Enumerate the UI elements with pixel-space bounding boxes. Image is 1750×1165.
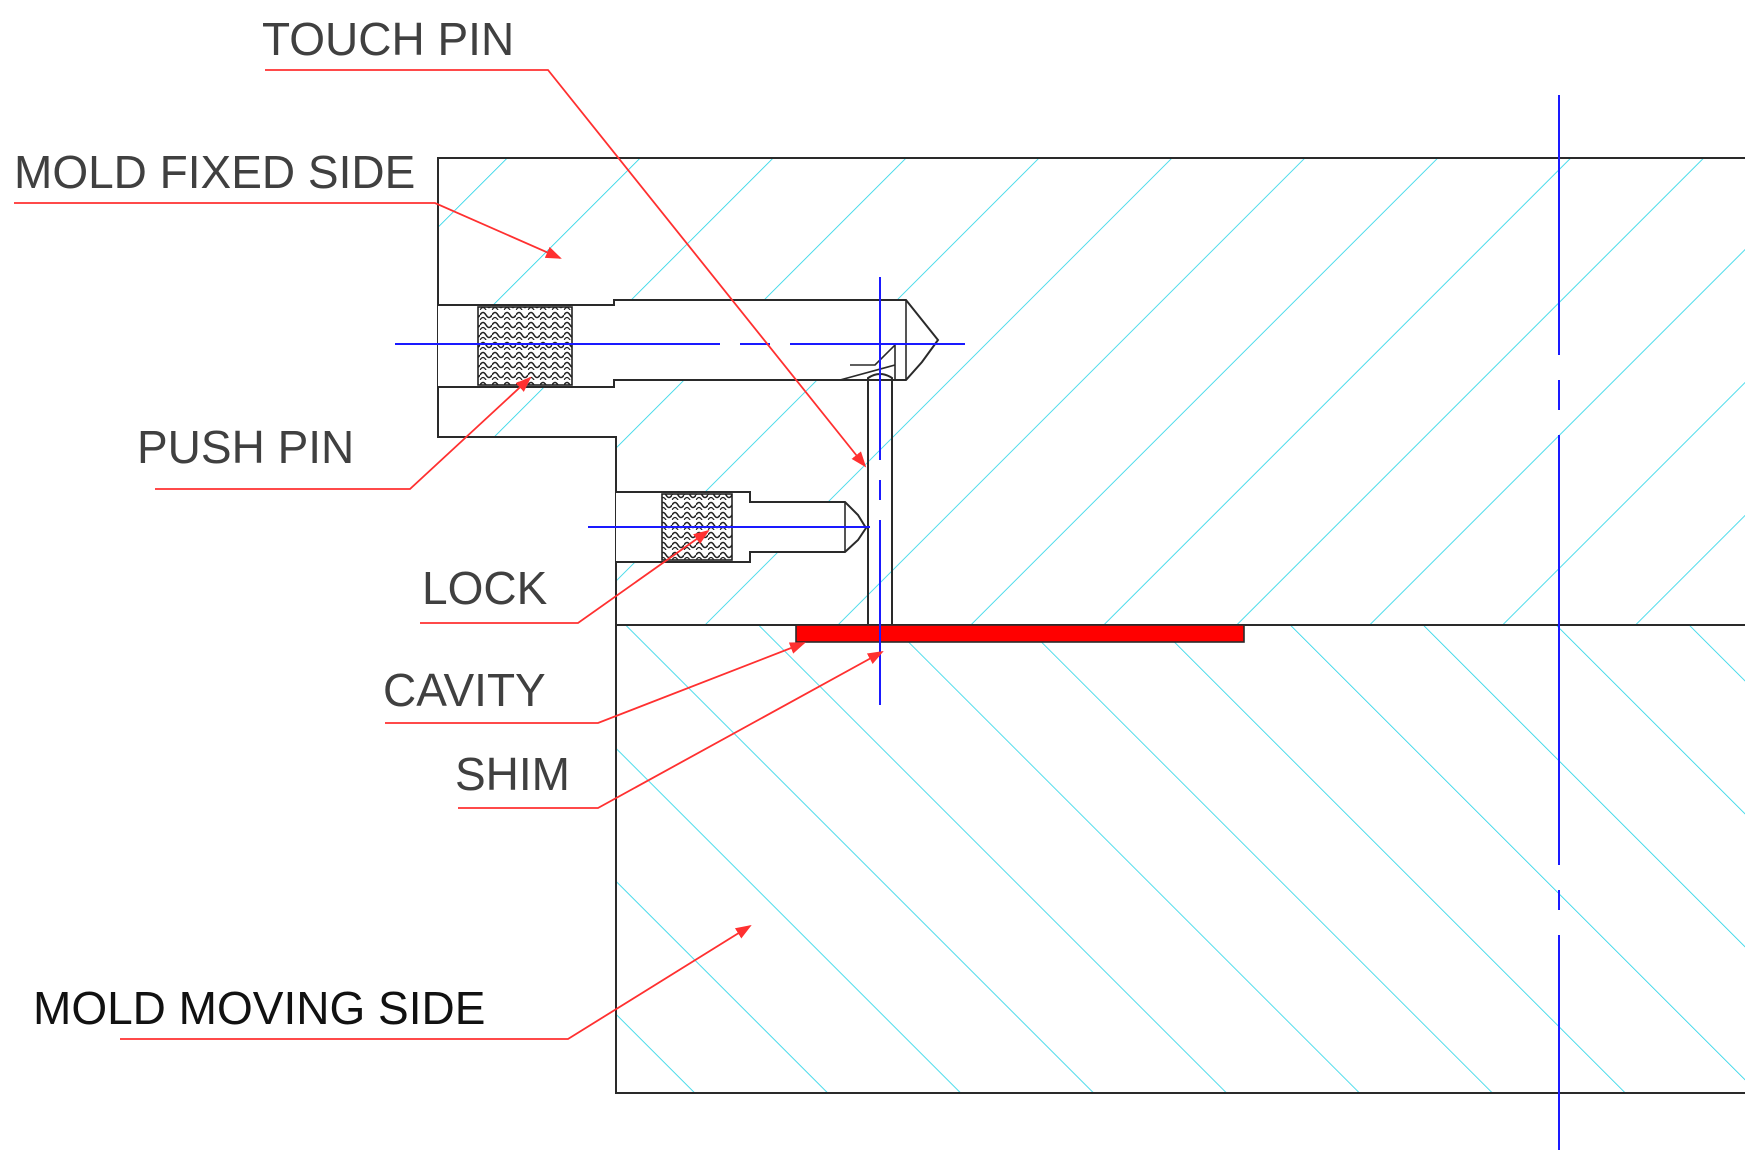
label-mold-fixed-side: MOLD FIXED SIDE — [14, 146, 415, 198]
touch-pin — [867, 373, 893, 639]
leader-push-pin — [155, 376, 532, 490]
push-pin-thread — [477, 306, 573, 386]
label-touch-pin: TOUCH PIN — [262, 13, 514, 65]
leader-shim — [458, 651, 884, 809]
label-cavity: CAVITY — [383, 664, 546, 716]
label-shim: SHIM — [455, 748, 570, 800]
leader-mold-moving-side — [120, 924, 752, 1040]
centerlines — [395, 95, 1560, 1150]
leader-lock — [420, 529, 710, 624]
leader-mold-fixed-side — [14, 202, 562, 259]
label-mold-moving-side: MOLD MOVING SIDE — [33, 982, 485, 1034]
leader-lines — [14, 69, 884, 1040]
label-lock: LOCK — [422, 562, 548, 614]
mold-moving-side-plate — [615, 624, 1745, 1094]
labels: TOUCH PIN MOLD FIXED SIDE PUSH PIN LOCK … — [14, 13, 570, 1034]
cavity-shim — [795, 624, 1245, 643]
leader-cavity — [385, 642, 806, 724]
label-push-pin: PUSH PIN — [137, 421, 354, 473]
leader-touch-pin — [265, 69, 867, 468]
